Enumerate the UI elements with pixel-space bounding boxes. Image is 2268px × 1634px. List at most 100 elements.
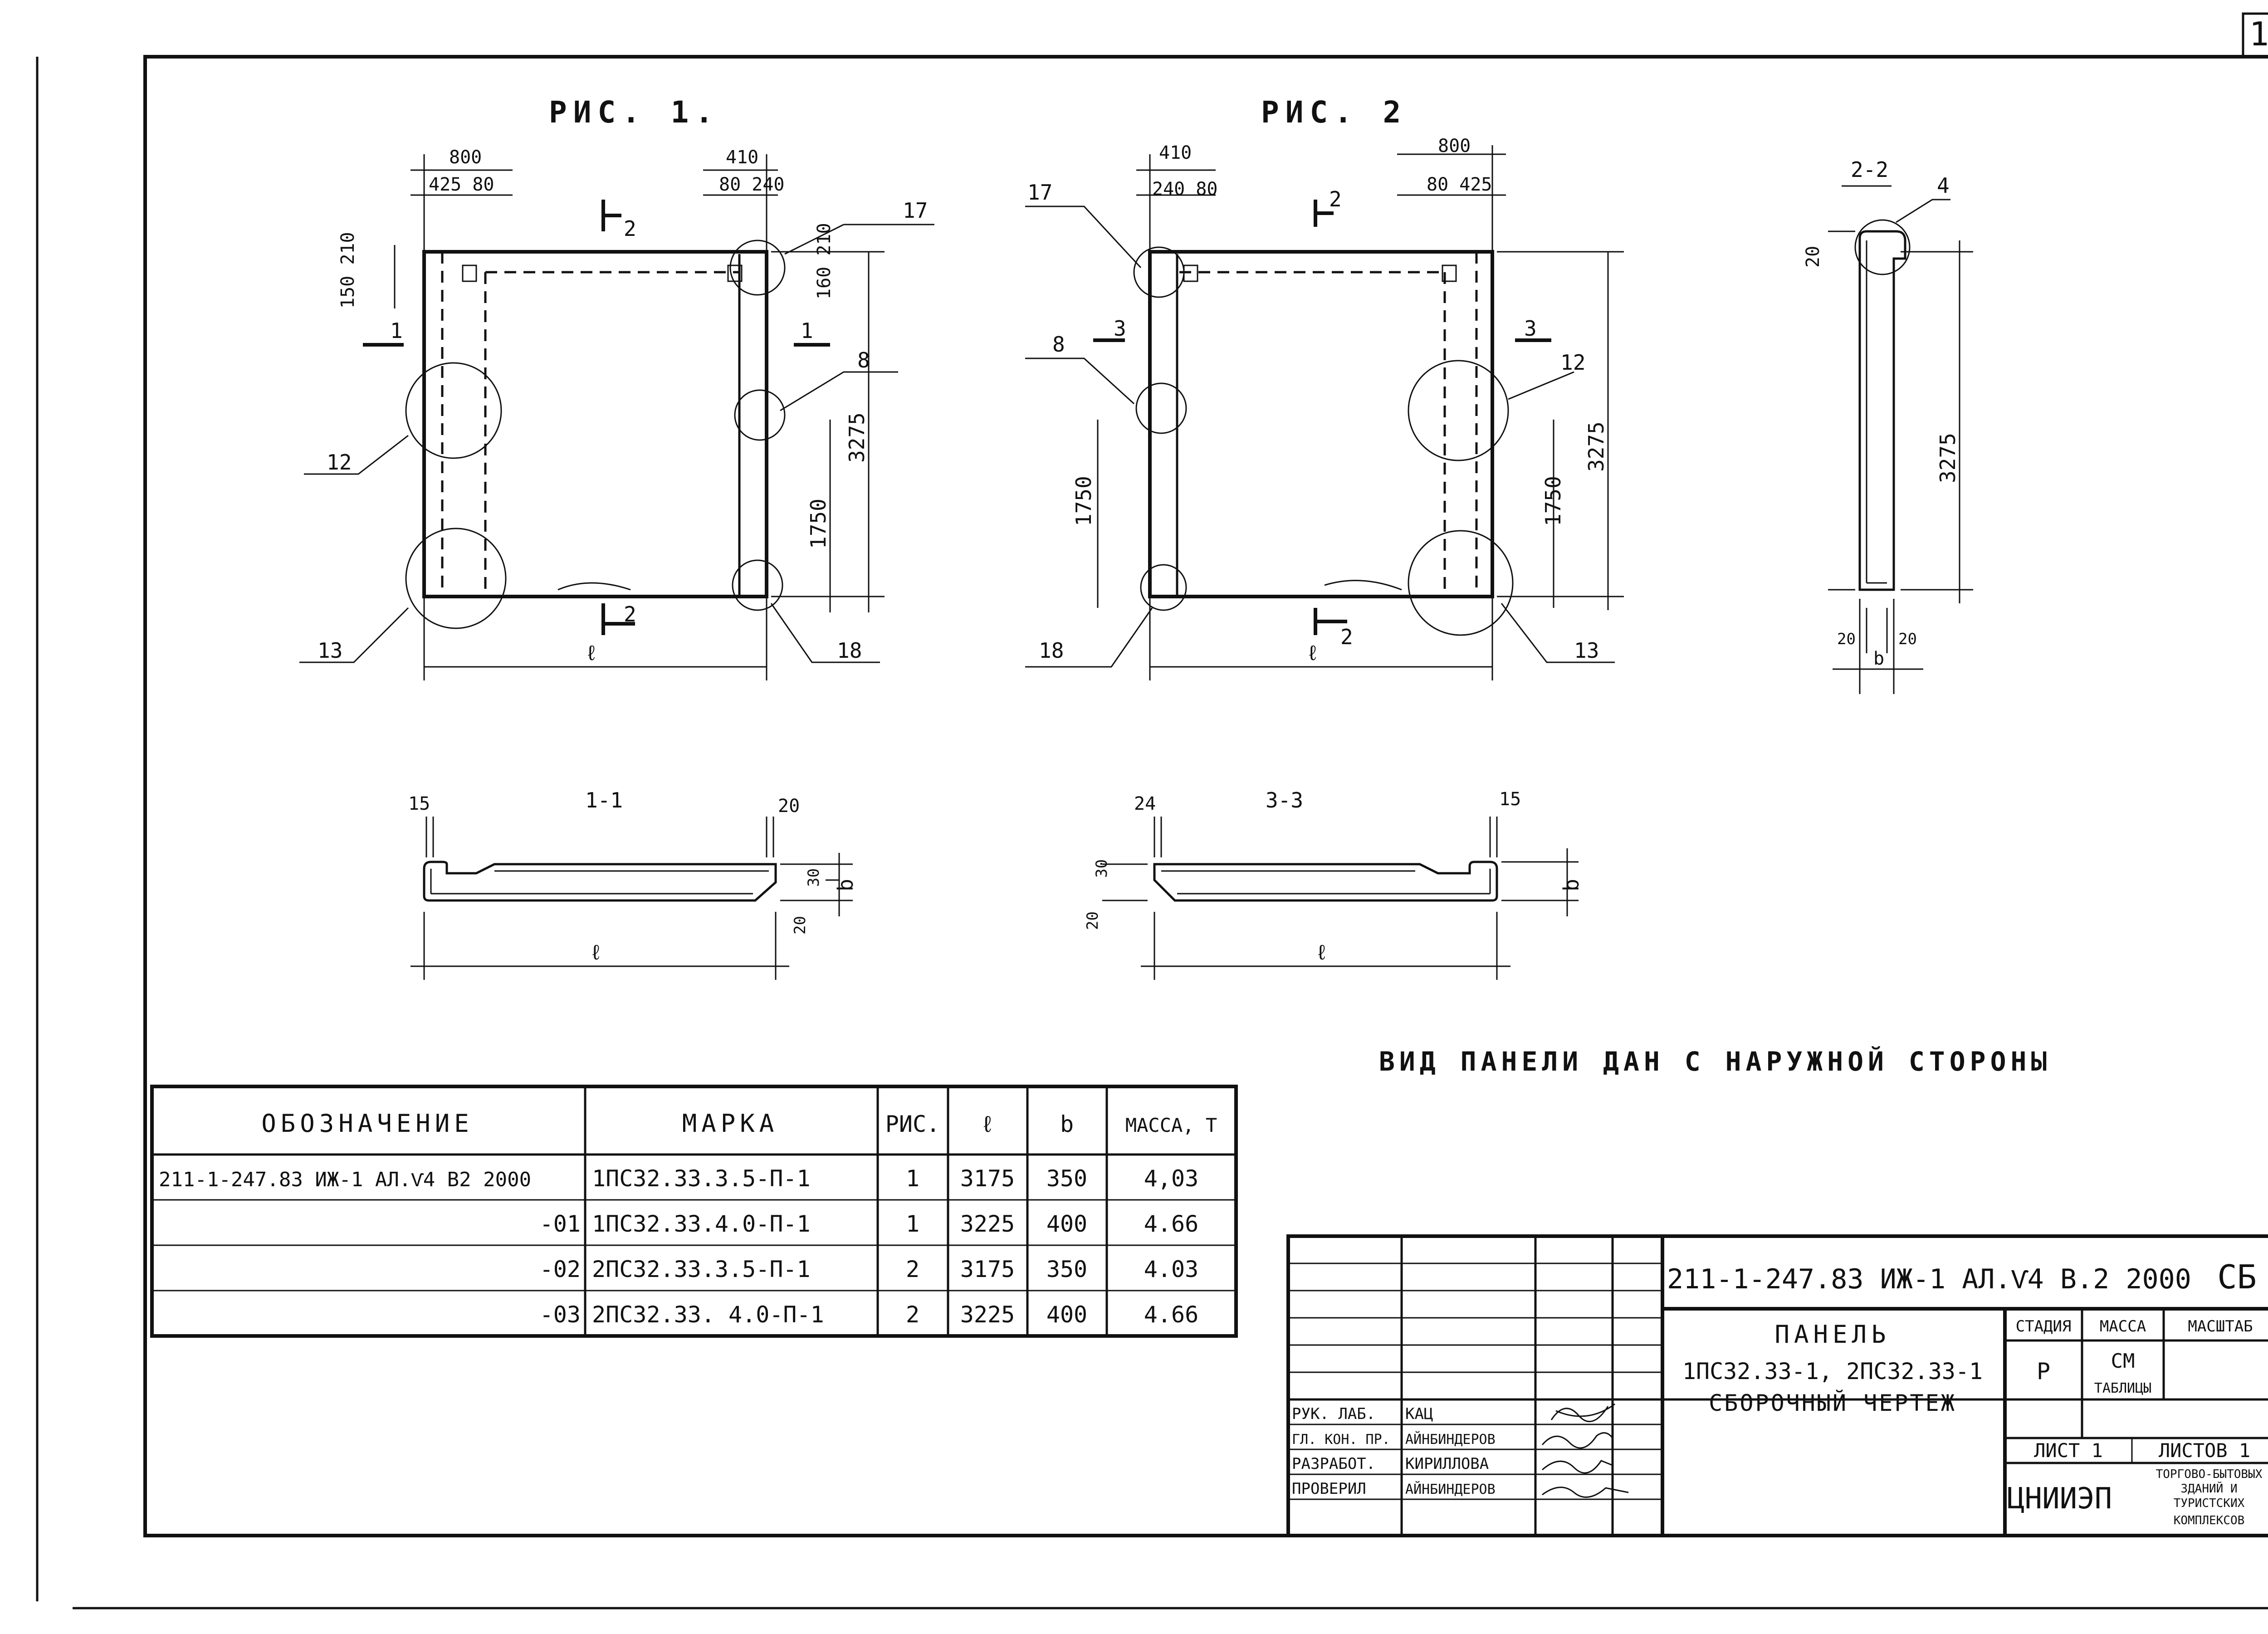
role-name: АЙНБИНДЕРОВ [1405,1481,1496,1497]
fig1-dim-410: 410 [726,147,758,168]
title-block-org-desc-3: ТУРИСТСКИХ [2174,1497,2245,1510]
fig2-dim-3275: 3275 [1584,421,1608,472]
table-header-mass: МАССА, Т [1125,1114,1217,1136]
table-cell-mark: 2ПС32.33. 4.0-П-1 [592,1301,824,1328]
fig1-callout-8: 8 [857,348,870,372]
section-2-2-dim-20b: 20 [1898,630,1917,648]
table-cell-b: 350 [1046,1256,1087,1282]
section-2-2-callout-4: 4 [1937,173,1950,198]
fig1-dim-1750: 1750 [806,499,831,549]
table-cell-designation: -01 [540,1211,581,1237]
table-header-fig: РИС. [885,1111,940,1137]
title-block-stage-value: Р [2037,1358,2050,1384]
title-block-grid [1286,1234,2268,1537]
fig1-callout-12: 12 [327,450,352,475]
section-2-2-drawing [1828,185,1973,694]
title-block-mass-label: МАССА [2100,1317,2146,1336]
fig1-title: РИС. 1. [549,95,719,130]
table-cell-l: 3225 [960,1301,1015,1328]
table-cell-b: 350 [1046,1165,1087,1192]
table-cell-l: 3175 [960,1256,1015,1282]
section-1-1-drawing [411,817,853,980]
fig1-dim-80-240: 80 240 [719,174,785,195]
table-row: -03 2ПС32.33. 4.0-П-1 2 3225 400 4.66 [540,1301,1199,1328]
signatures [1541,1403,1629,1498]
page-number-box [2242,12,2268,58]
section-2-2-dim-b: b [1873,648,1884,669]
fig2-dim-1750b: 1750 [1541,476,1565,526]
title-block-mass-value-2: ТАБЛИЦЫ [2094,1380,2151,1396]
table-cell-mark: 2ПС32.33.3.5-П-1 [592,1256,811,1282]
role-label: ГЛ. КОН. ПР. [1292,1432,1390,1448]
fig2-callout-8: 8 [1052,332,1065,357]
table-cell-l: 3225 [960,1211,1015,1237]
fig1-dim-425-80: 425 80 [429,174,494,195]
fig2-dim-80-425: 80 425 [1427,174,1492,195]
table-cell-mass: 4,03 [1144,1165,1198,1192]
title-block-sheet-code: СБ [2217,1258,2257,1296]
view-note: ВИД ПАНЕЛИ ДАН С НАРУЖНОЙ СТОРОНЫ [1379,1046,2051,1077]
section-1-1-title: 1-1 [585,788,623,812]
table-row: -01 1ПС32.33.4.0-П-1 1 3225 400 4.66 [540,1211,1199,1237]
fig2-callout-12: 12 [1560,350,1585,375]
section-3-3-dim-15: 15 [1499,789,1521,810]
section-1-1-dim-b: b [833,879,858,891]
fig2-callout-17: 17 [1027,180,1052,205]
fig2-dim-l: ℓ [1306,641,1319,665]
fig2-section-3b: 3 [1524,316,1537,341]
fig1-callout-17: 17 [903,198,928,223]
inner-frame [143,55,2268,1537]
fig2-dim-1750: 1750 [1071,476,1096,526]
table-header-l: ℓ [981,1111,994,1137]
table-cell-b: 400 [1046,1211,1087,1237]
table-cell-mark: 1ПС32.33.3.5-П-1 [592,1165,811,1192]
fig2-section-2b: 2 [1340,625,1353,649]
fig2-dim-240-80: 240 80 [1152,179,1218,200]
fig2-section-3a: 3 [1114,316,1126,341]
title-block-mass-value-1: СМ [2111,1350,2135,1373]
title-block-sheet-label: ЛИСТ 1 [2034,1439,2103,1462]
fig1-dim-160-210: 160 210 [814,223,835,299]
table-cell-mass: 4.03 [1144,1256,1198,1282]
title-block-stage-label: СТАДИЯ [2016,1317,2072,1336]
role-label: РАЗРАБОТ. [1292,1455,1375,1473]
title-block-role-row: РУК. ЛАБ. КАЦ [1292,1405,1433,1423]
title-block-name-1: ПАНЕЛЬ [1774,1320,1890,1349]
section-2-2-dim-top: 20 [1803,246,1823,268]
section-3-3-dim-24: 24 [1134,793,1156,814]
title-block-scale-label: МАСШТАБ [2188,1317,2253,1336]
table-cell-l: 3175 [960,1165,1015,1192]
title-block-org-name: ЦНИИЭП [2007,1482,2112,1516]
fig2-callout-13: 13 [1574,638,1599,663]
page-number: 13 [2249,15,2268,53]
role-name: АЙНБИНДЕРОВ [1405,1431,1496,1448]
table-header-mark: МАРКА [682,1109,779,1138]
table-cell-mass: 4.66 [1144,1301,1198,1328]
table-cell-fig: 1 [906,1165,919,1192]
title-block-org-desc-1: ТОРГОВО-БЫТОВЫХ [2156,1468,2263,1481]
title-block-role-row: РАЗРАБОТ. КИРИЛЛОВА [1292,1455,1489,1473]
table-cell-mass: 4.66 [1144,1211,1198,1237]
section-2-2-dim-3275: 3275 [1936,433,1960,483]
title-block-sheets-label: ЛИСТОВ 1 [2159,1439,2250,1462]
section-2-2-title: 2-2 [1851,157,1888,182]
section-1-1-dim-30: 30 [805,868,823,887]
fig2-dim-410: 410 [1159,142,1192,163]
section-3-3-drawing [1102,817,1579,980]
table-cell-fig: 1 [906,1211,919,1237]
section-1-1-dim-l: ℓ [590,940,602,964]
section-1-1-dim-15: 15 [408,793,430,814]
section-3-3-dim-b: b [1559,879,1584,891]
table-cell-mark: 1ПС32.33.4.0-П-1 [592,1211,811,1237]
fig1-section-1b: 1 [801,318,813,343]
section-1-1-dim-20b: 20 [791,916,809,934]
fig1-section-1a: 1 [390,318,403,343]
fig2-section-2a: 2 [1329,187,1342,211]
fig1-callout-13: 13 [318,638,342,663]
spec-table-grid [150,1085,1238,1338]
table-cell-designation: -03 [540,1301,581,1328]
section-2-2-dim-20a: 20 [1837,630,1856,648]
role-label: РУК. ЛАБ. [1292,1405,1375,1423]
title-block-name-3: СБОРОЧНЫЙ ЧЕРТЕЖ [1709,1389,1956,1416]
